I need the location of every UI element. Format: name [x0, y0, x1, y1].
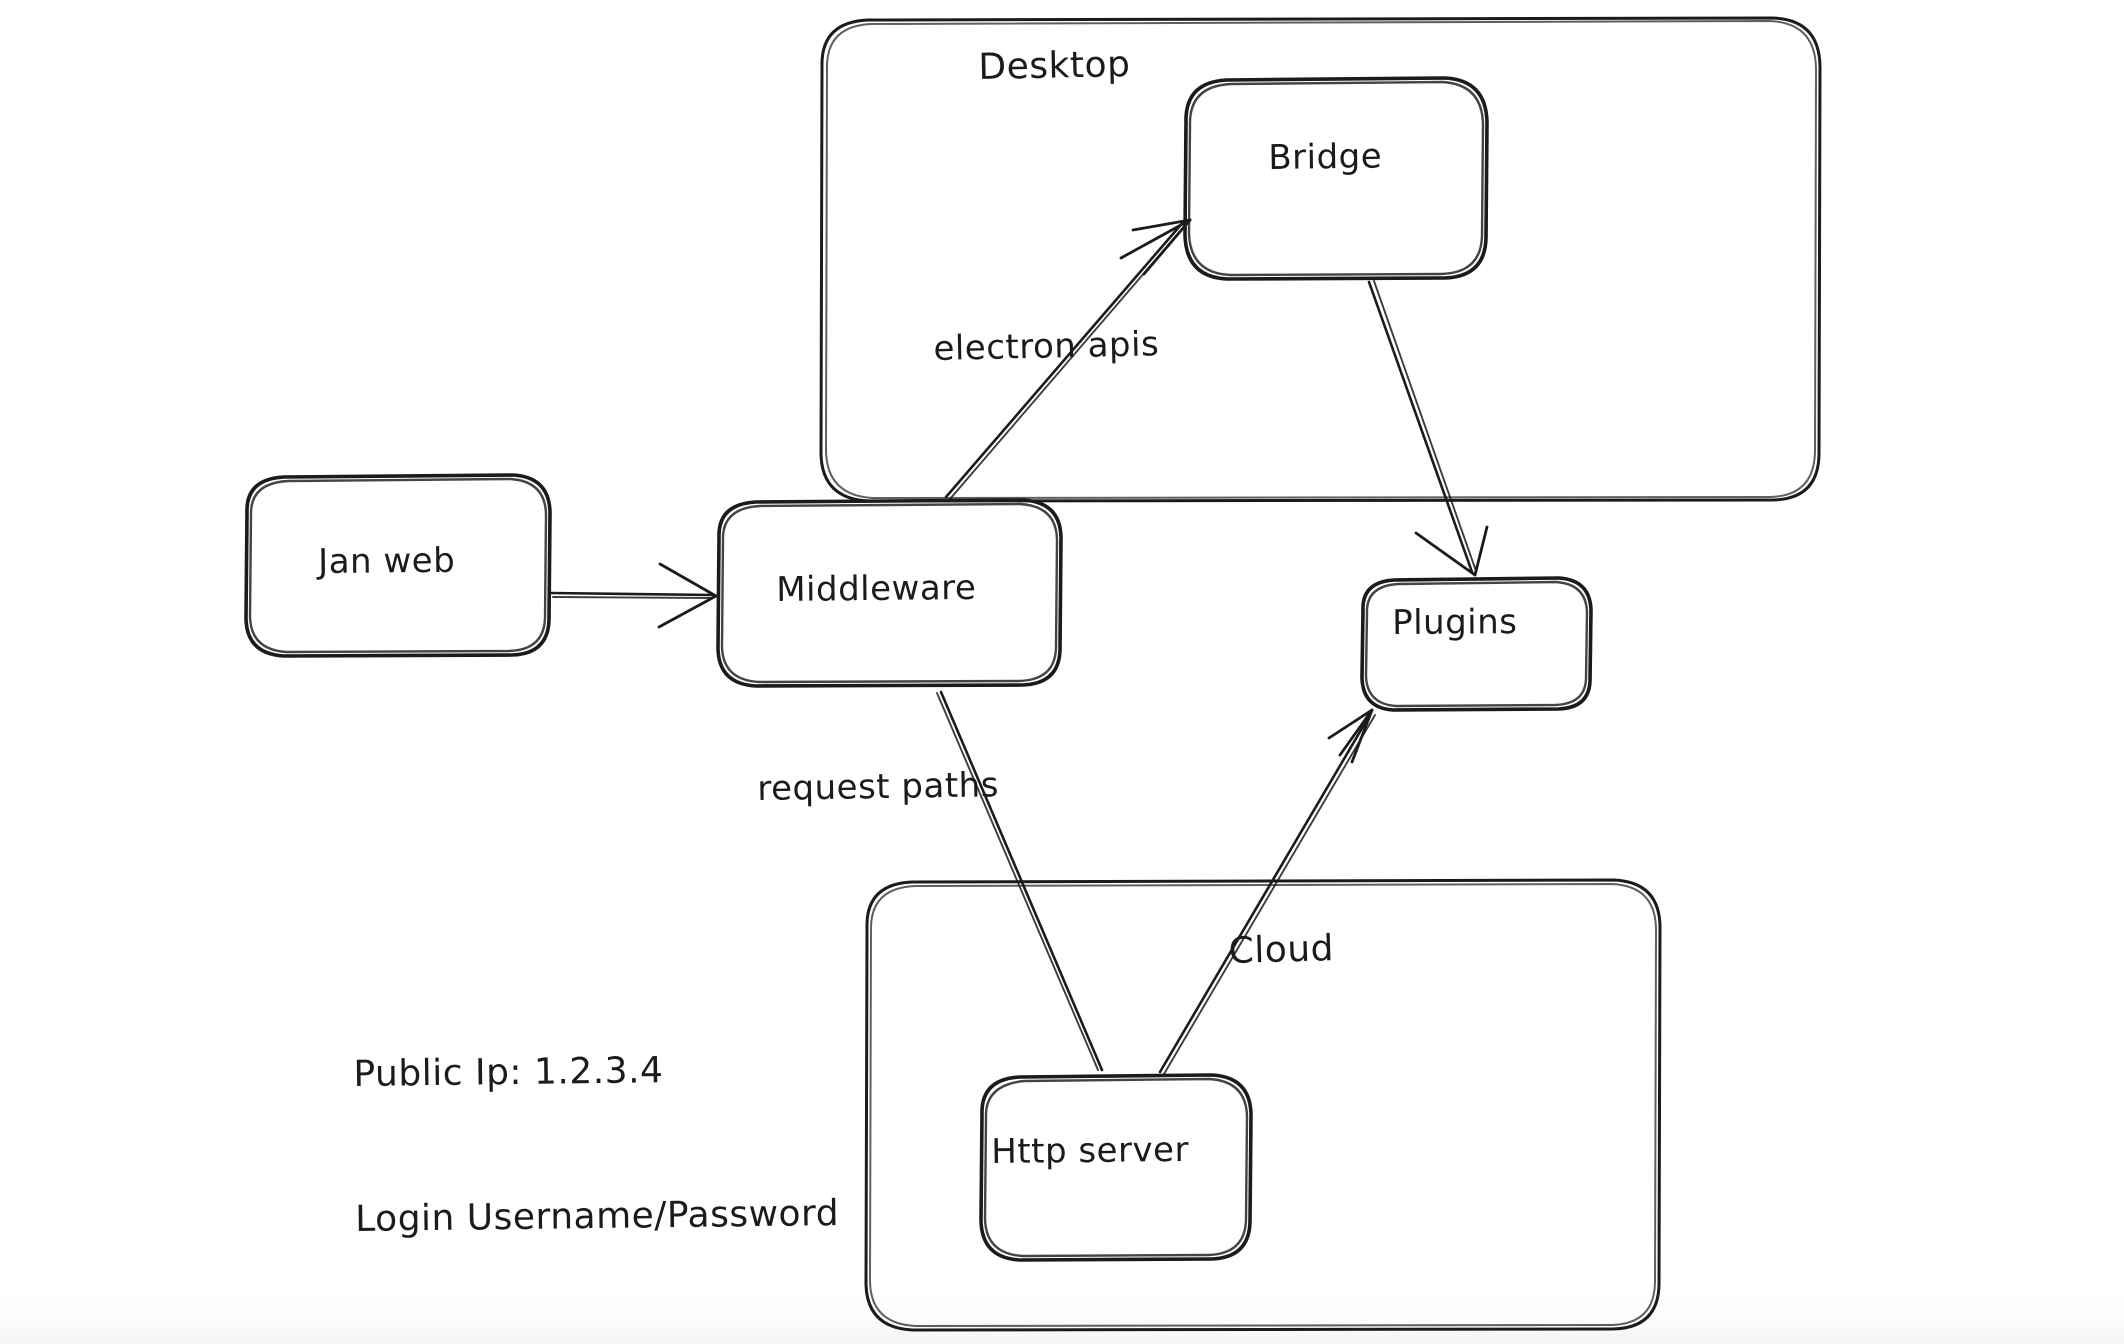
- node-http-server[interactable]: [979, 1073, 1253, 1262]
- edge-janweb-to-middleware: [549, 562, 718, 629]
- group-label-desktop: Desktop: [978, 44, 1131, 88]
- node-jan-web[interactable]: [244, 473, 552, 658]
- edge-middleware-to-bridge: [944, 218, 1192, 500]
- node-label-http-server: Http server: [991, 1129, 1190, 1172]
- edge-bridge-to-plugins: [1367, 280, 1489, 577]
- notes-block: Public Ip: 1.2.3.4 Login Username/Passwo…: [352, 949, 841, 1341]
- group-desktop: [819, 16, 1822, 503]
- node-label-plugins: Plugins: [1392, 602, 1518, 643]
- group-cloud: [864, 878, 1662, 1332]
- group-label-cloud: Cloud: [1228, 928, 1335, 972]
- note-login: Login Username/Password: [354, 1193, 840, 1241]
- edge-httpserver-to-middleware: [936, 690, 1104, 1072]
- edge-label-electron-apis: electron apis: [933, 324, 1160, 369]
- node-bridge[interactable]: [1183, 76, 1489, 281]
- note-public-ip: Public Ip: 1.2.3.4: [353, 1050, 664, 1096]
- node-label-bridge: Bridge: [1268, 136, 1383, 178]
- edge-label-request-paths: request paths: [757, 765, 1000, 809]
- node-middleware[interactable]: [716, 498, 1063, 688]
- node-label-middleware: Middleware: [776, 567, 977, 610]
- node-label-jan-web: Jan web: [318, 540, 456, 582]
- edge-httpserver-to-plugins: [1158, 708, 1376, 1075]
- node-plugins[interactable]: [1360, 576, 1593, 712]
